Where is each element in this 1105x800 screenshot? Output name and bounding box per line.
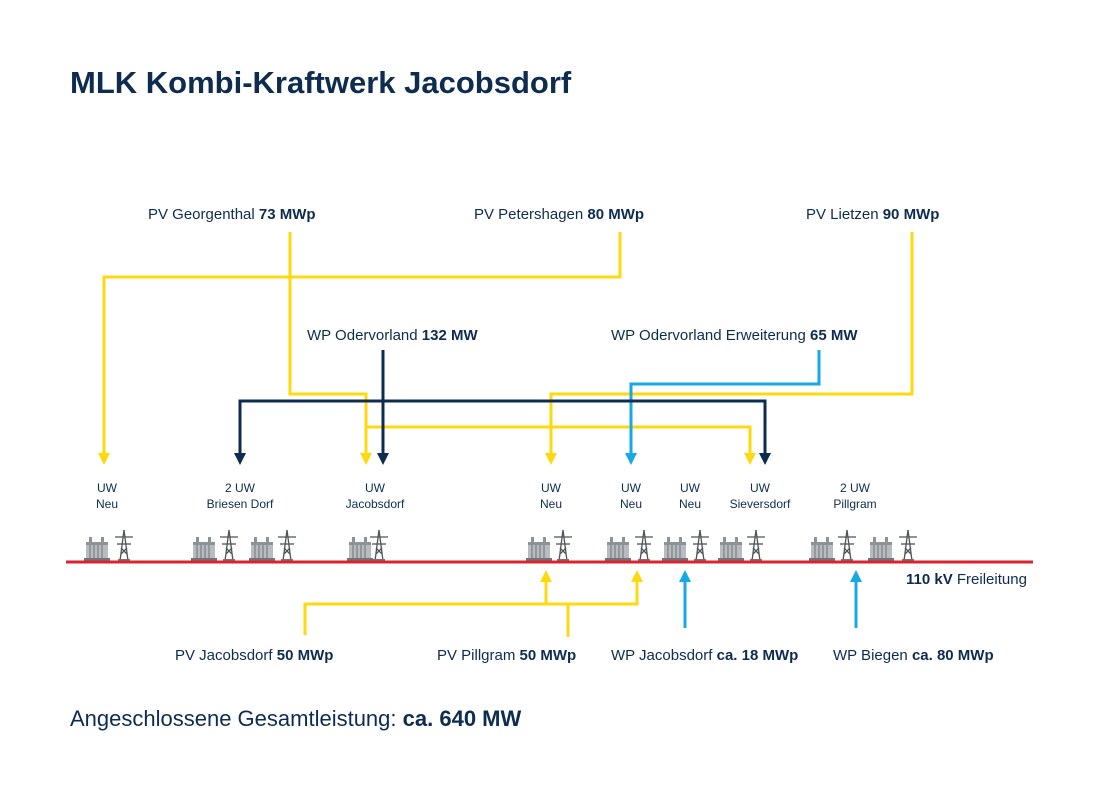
substation-name: Neu <box>679 497 701 511</box>
substation-name: Neu <box>620 497 642 511</box>
pylon-icon <box>837 529 857 563</box>
source-wp-odervorland-erweiterung: WP Odervorland Erweiterung 65 MW <box>611 327 858 344</box>
transformer-icon <box>604 536 632 562</box>
transformer-icon <box>808 536 836 562</box>
pylon-icon <box>277 529 297 563</box>
line-wp-odervorland-branch <box>238 399 767 455</box>
transformer-icon <box>525 536 553 562</box>
transformer-icon <box>83 536 111 562</box>
transformer-icon <box>867 536 895 562</box>
line-pv-georgenthal-branch <box>366 425 752 455</box>
substation-labels: UW Neu 2 UW Briesen Dorf UW Jacobsdorf U… <box>96 481 877 511</box>
source-wp-biegen: WP Biegen ca. 80 MWp <box>833 647 994 664</box>
pylon-icon <box>114 529 134 563</box>
source-pv-georgenthal: PV Georgenthal 73 MWp <box>148 206 316 223</box>
source-pv-lietzen: PV Lietzen 90 MWp <box>806 206 939 223</box>
substation-name: Neu <box>540 497 562 511</box>
power-line-label: 110 kV Freileitung <box>906 571 1027 588</box>
substation-icons <box>83 529 918 563</box>
line-pv-petershagen <box>102 232 622 455</box>
connection-lines-top <box>98 232 914 465</box>
pylon-icon <box>553 529 573 563</box>
source-pv-petershagen: PV Petershagen 80 MWp <box>474 206 644 223</box>
substation-name: Briesen Dorf <box>207 497 274 511</box>
substation-label: UW <box>97 481 118 495</box>
substation-name: Sieversdorf <box>730 497 791 511</box>
substation-label: 2 UW <box>840 481 871 495</box>
pylon-icon <box>634 529 654 563</box>
source-wp-odervorland: WP Odervorland 132 MW <box>307 327 478 344</box>
line-wp-odervorland-erweiterung <box>629 350 821 455</box>
transformer-icon <box>717 536 745 562</box>
source-pv-jacobsdorf: PV Jacobsdorf 50 MWp <box>175 647 333 664</box>
transformer-icon <box>661 536 689 562</box>
substation-name: Jacobsdorf <box>346 497 405 511</box>
transformer-icon <box>190 536 218 562</box>
source-pv-pillgram: PV Pillgram 50 MWp <box>437 647 576 664</box>
substation-label: 2 UW <box>225 481 256 495</box>
total-capacity: Angeschlossene Gesamtleistung: ca. 640 M… <box>70 706 521 731</box>
substation-label: UW <box>680 481 701 495</box>
substation-label: UW <box>365 481 386 495</box>
pylon-icon <box>690 529 710 563</box>
pylon-icon <box>746 529 766 563</box>
connection-lines-bottom <box>303 570 862 637</box>
substation-label: UW <box>621 481 642 495</box>
substation-name: Neu <box>96 497 118 511</box>
line-pv-lietzen <box>549 232 914 455</box>
transformer-icon <box>248 536 276 562</box>
substation-label: UW <box>541 481 562 495</box>
line-pv-jacobsdorf <box>303 580 639 635</box>
page-title: MLK Kombi-Kraftwerk Jacobsdorf <box>70 65 572 100</box>
transformer-icon <box>346 536 374 562</box>
pylon-icon <box>219 529 239 563</box>
line-pv-georgenthal <box>288 232 368 455</box>
pylon-icon <box>369 529 389 563</box>
pylon-icon <box>898 529 918 563</box>
source-wp-jacobsdorf: WP Jacobsdorf ca. 18 MWp <box>611 647 798 664</box>
substation-label: UW <box>750 481 771 495</box>
substation-name: Pillgram <box>833 497 876 511</box>
